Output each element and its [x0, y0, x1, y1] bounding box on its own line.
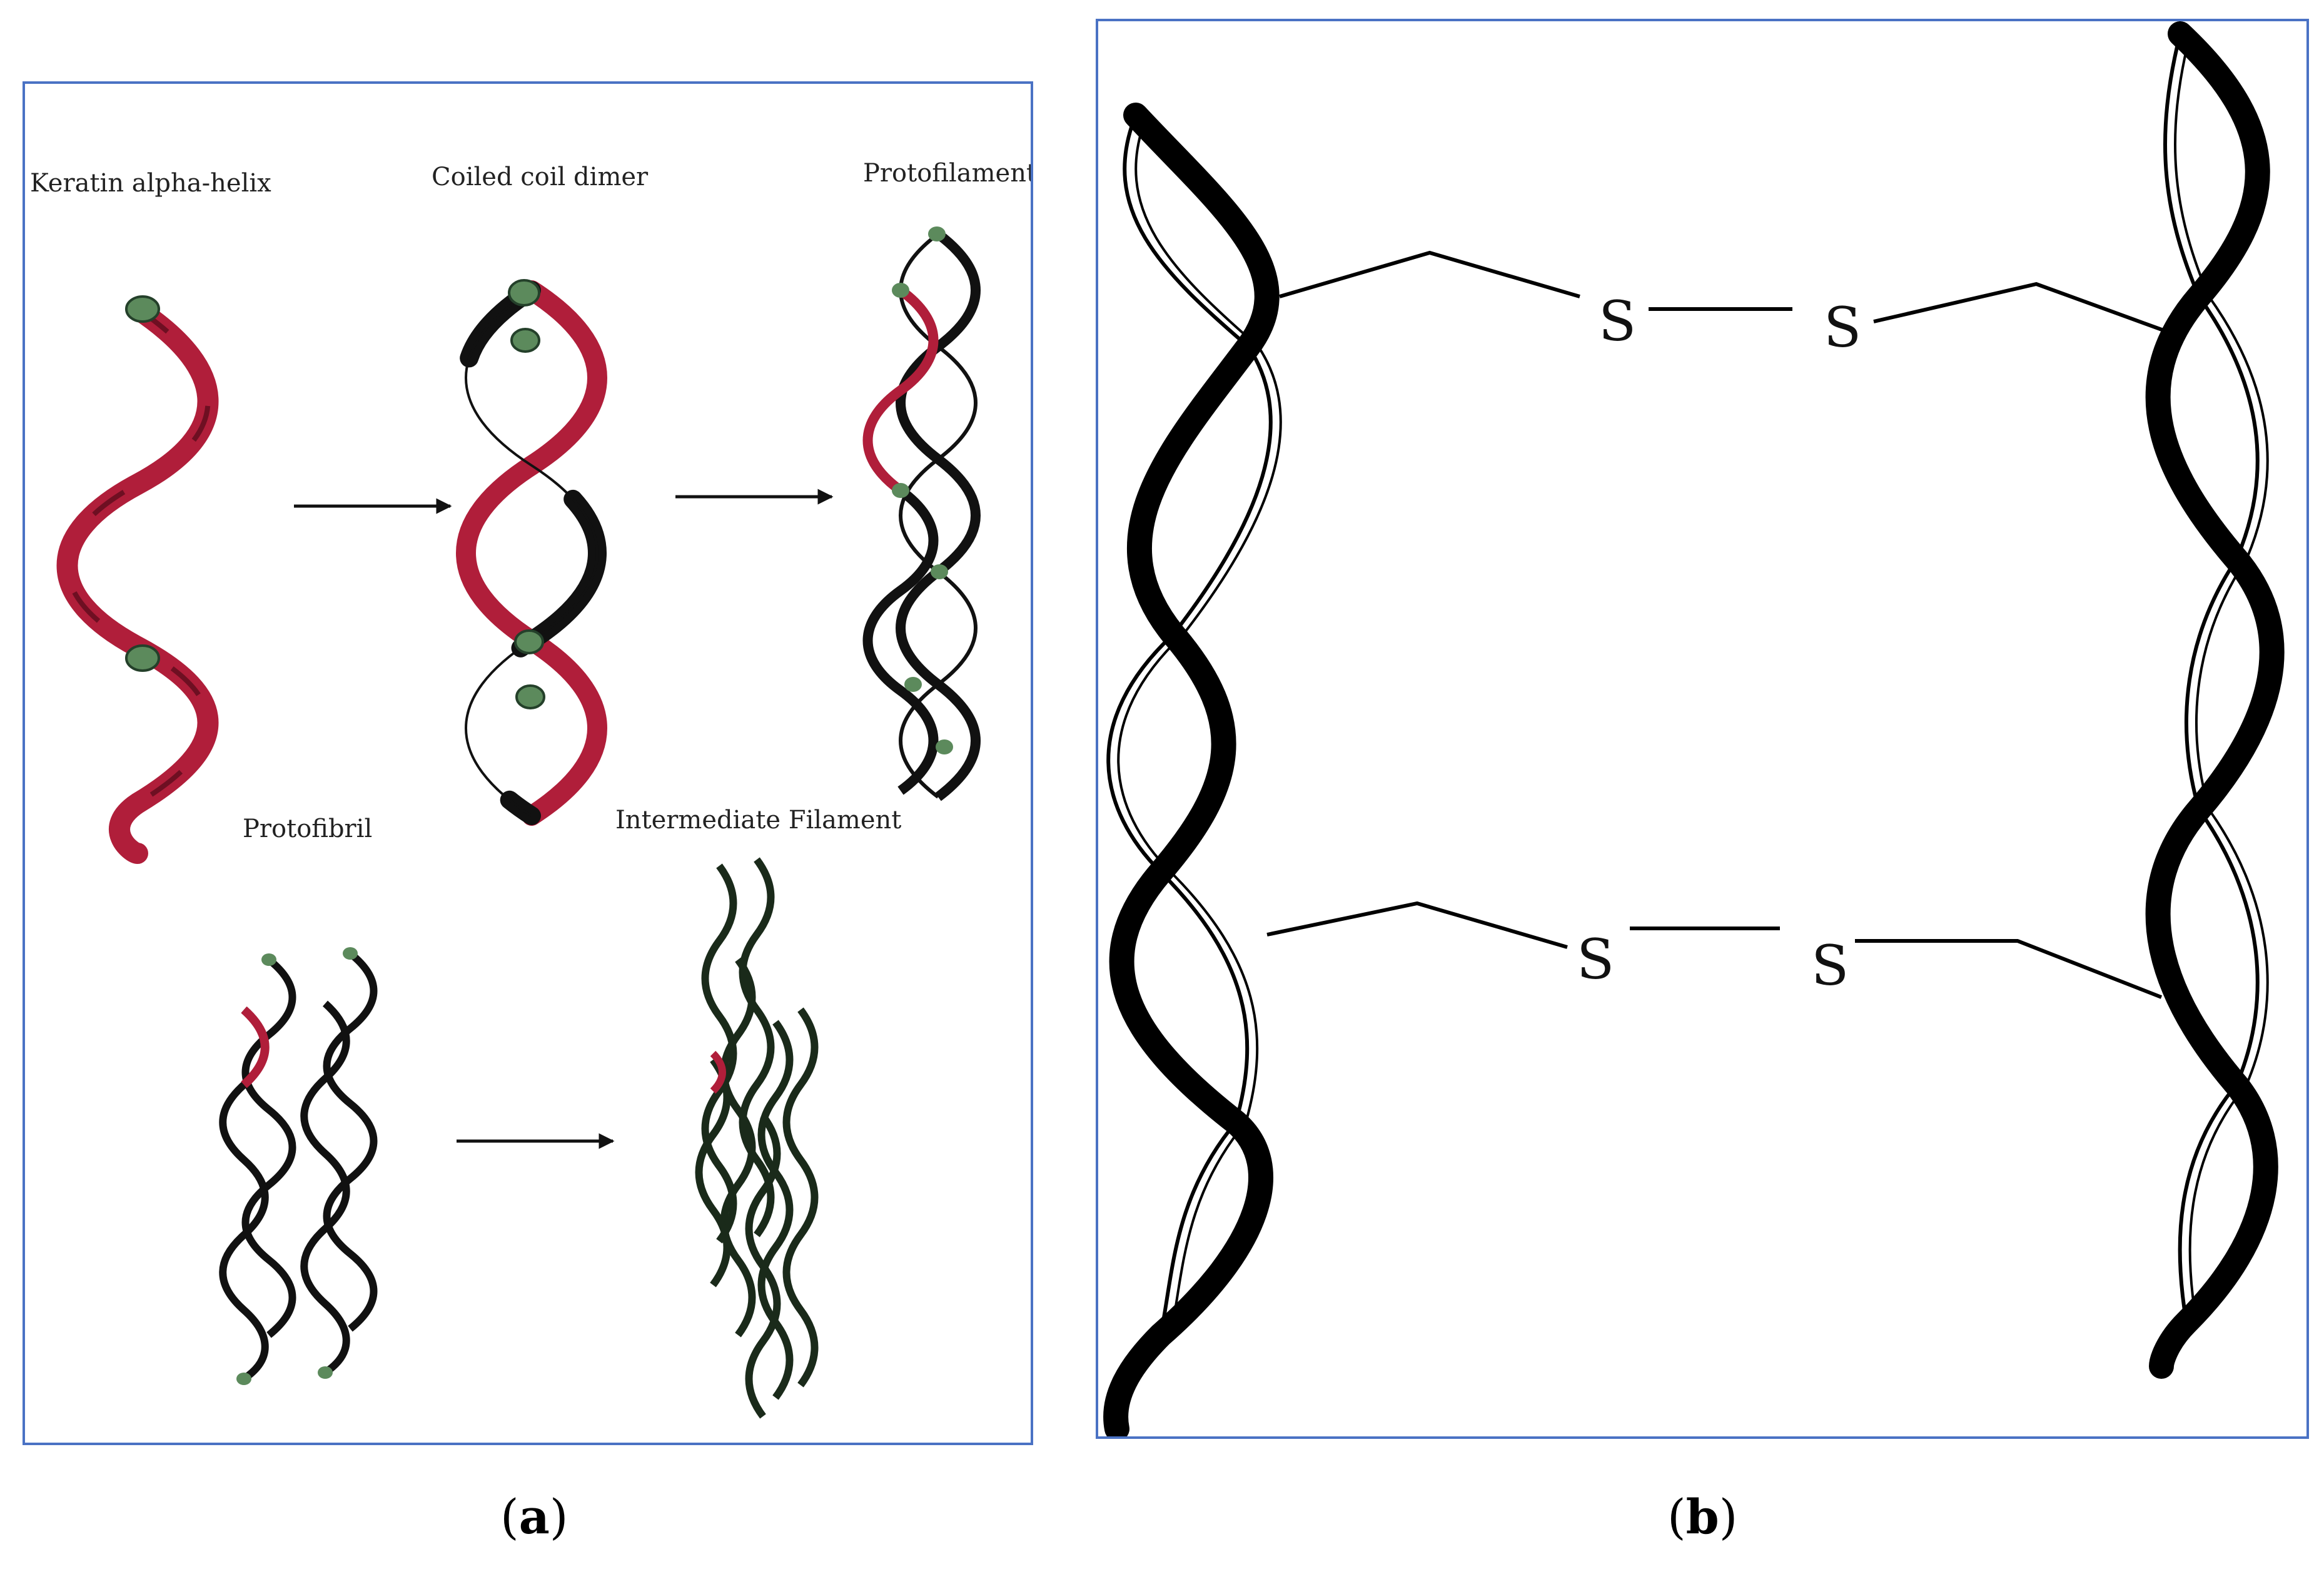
coiled-coil-dimer: [456, 279, 607, 826]
caption-b: (b): [1667, 1489, 1738, 1545]
upper-sulfur-right: S: [1824, 295, 1861, 360]
left-helix: [1103, 103, 1282, 1436]
lower-sulfur-right: S: [1811, 933, 1849, 998]
caption-a-letter: a: [518, 1489, 550, 1545]
c-terminal-blob: [125, 644, 160, 672]
n-terminal-blob: [125, 295, 160, 323]
label-intermediate-filament: Intermediate Filament: [615, 806, 901, 835]
filament-red-segment: [710, 1050, 726, 1094]
panel-a: Keratin alpha-helix Coiled coil dimer Pr…: [23, 81, 1033, 1445]
protofilament: [862, 226, 981, 801]
dimer-terminal-blob-top: [508, 279, 540, 307]
caption-b-letter: b: [1685, 1489, 1719, 1545]
label-protofibril: Protofibril: [243, 815, 372, 843]
keratin-helix: [56, 295, 219, 864]
upper-left-linker: [1279, 250, 1580, 298]
dimer-terminal-blob-bottom: [514, 629, 544, 654]
right-helix: [2145, 21, 2285, 1379]
keratin-assembly-diagram: Keratin alpha-helix Coiled coil dimer Pr…: [30, 159, 1031, 1419]
upper-right-linker: [1873, 282, 2175, 336]
label-protofilament: Protofilament: [863, 159, 1031, 188]
disulfide-bond-diagram: S S S S: [1103, 21, 2285, 1436]
lower-sulfur-left: S: [1577, 927, 1614, 992]
caption-a: (a): [500, 1489, 568, 1545]
dimer-terminal-blob-bottom-2: [515, 684, 545, 709]
panel-b: S S S S: [1096, 19, 2309, 1439]
upper-sulfur-left: S: [1599, 289, 1636, 353]
label-coiled-coil-dimer: Coiled coil dimer: [432, 163, 649, 191]
dimer-terminal-blob-top-2: [510, 328, 540, 353]
lower-left-linker: [1266, 901, 1568, 949]
protofibril: [219, 947, 378, 1385]
lower-right-linker: [1855, 939, 2163, 999]
label-keratin-alpha-helix: Keratin alpha-helix: [30, 169, 271, 198]
intermediate-filament: [695, 857, 819, 1419]
